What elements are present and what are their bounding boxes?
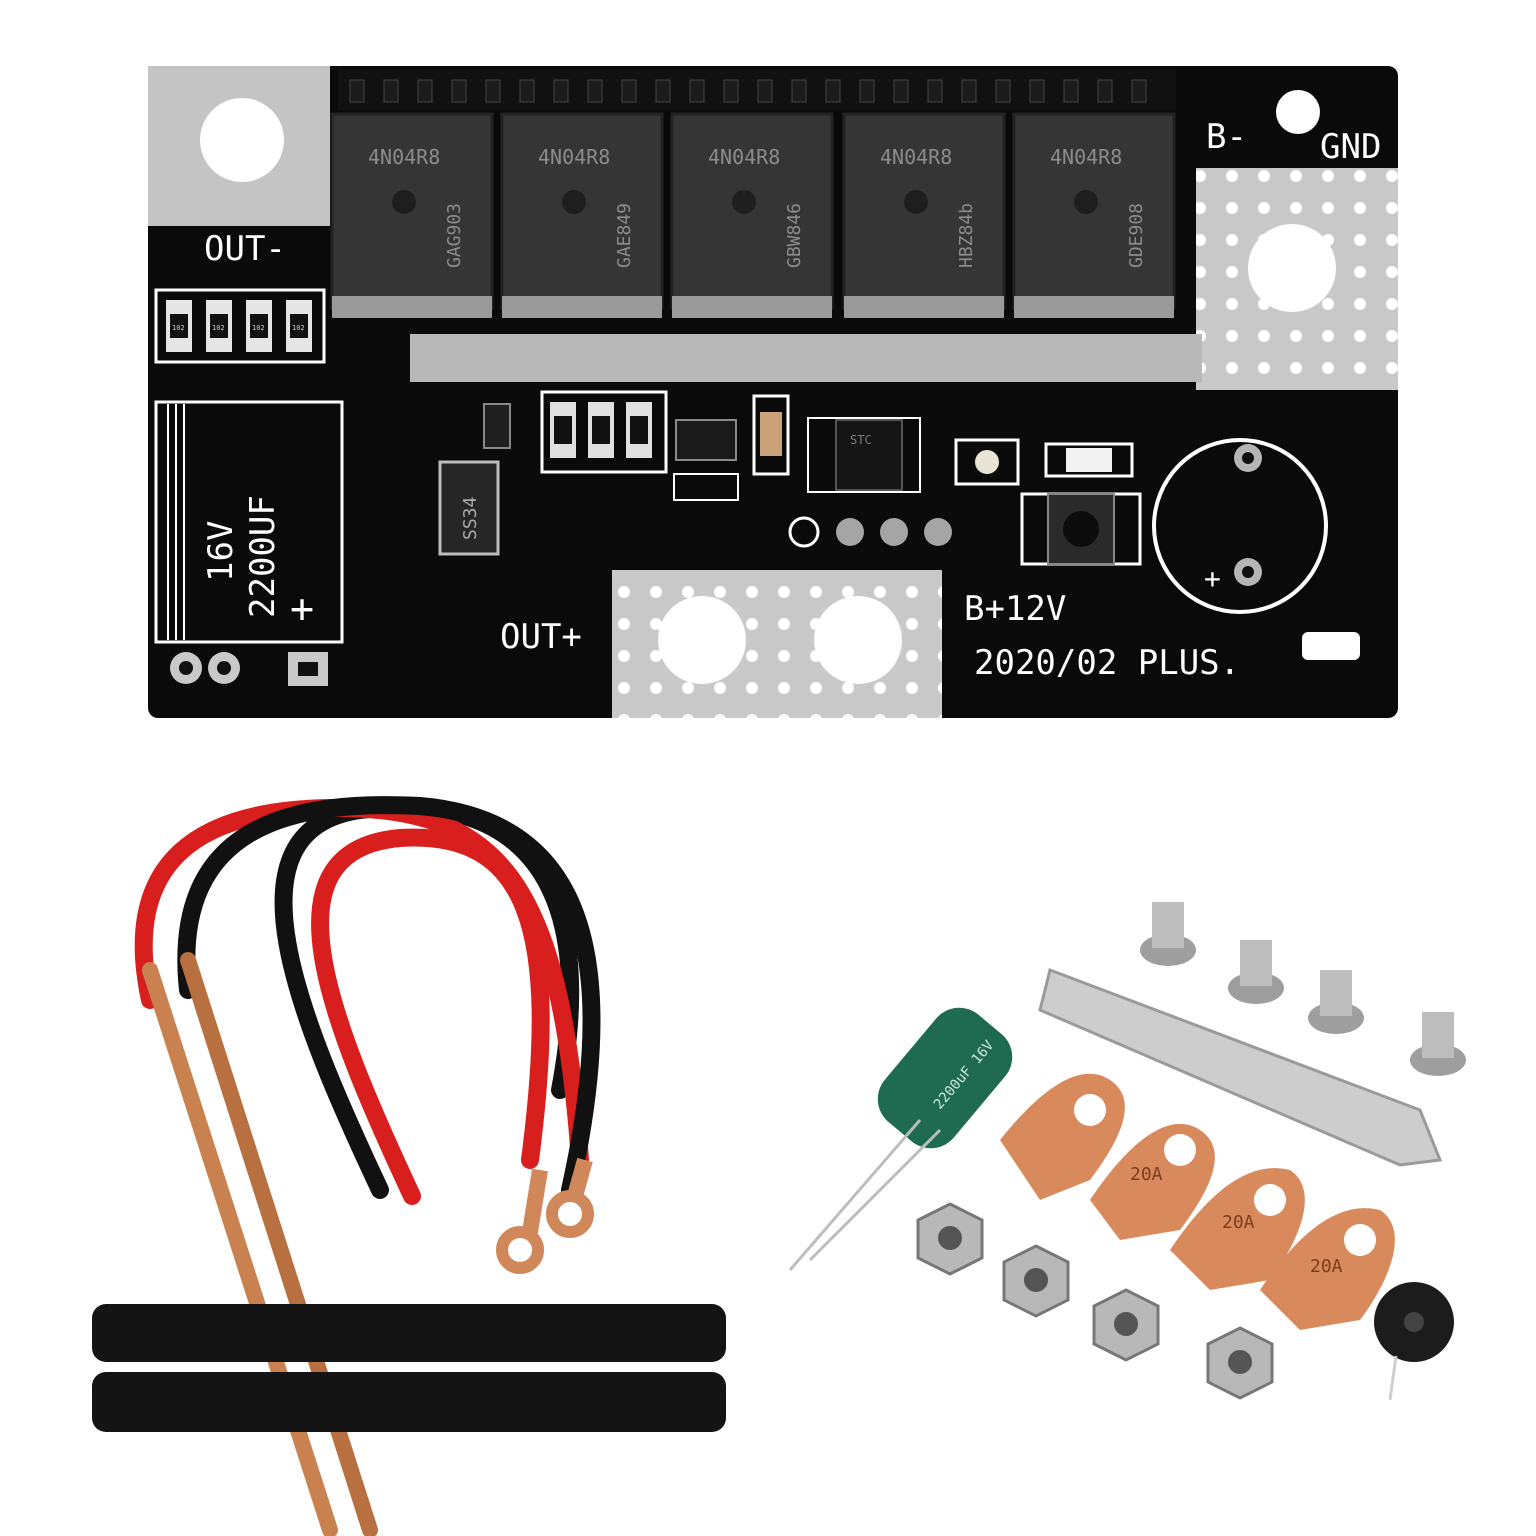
mosfet-lot-label: GBW846 [784,203,805,268]
heat-shrink-tubes [92,1304,726,1432]
mosfet [842,112,1006,318]
out-minus-label: OUT- [204,229,286,269]
pcb-board: 4N04R8 4N04R8 4N04R8 4N04R8 4N04R8 GAG90… [148,66,1398,718]
out-minus-pad [148,66,330,226]
screws [1140,902,1466,1076]
mosfet-part-label: 4N04R8 [368,145,440,169]
mosfet [330,112,494,318]
diode [438,460,500,556]
resistor-code: 102 [172,324,185,332]
lug-rating-label: 20A [1222,1212,1255,1233]
b-minus-label: B- [1206,117,1247,157]
welding-pen-leads [134,796,601,1536]
test-pads [788,516,952,548]
resistor-code: 102 [292,324,305,332]
capacitor-polarity-label: + [290,586,314,632]
capacitor-voltage-label: 16V [201,521,241,582]
diode-code: SS34 [460,497,481,540]
mosfet-lot-label: GAG903 [444,203,465,268]
nickel-strip [1038,968,1443,1167]
mosfet [500,112,664,318]
b-plus-label: B+12V [964,589,1066,629]
mosfet-part-label: 4N04R8 [708,145,780,169]
gnd-label: GND [1320,127,1381,167]
smd-components [483,390,1142,566]
pin-header [338,70,1176,110]
electrolytic-capacitor [788,1007,1013,1271]
hex-nuts [916,1202,1274,1400]
mounting-hole [1276,90,1320,134]
mosfet-lot-label: GDE908 [1126,203,1147,268]
chip-marking: STC [850,433,872,447]
mosfet-lot-label: HBZ84b [956,203,977,268]
copper-lugs [1000,1073,1395,1330]
buzzer-footprint [1152,438,1328,614]
resistor-code: 102 [212,324,225,332]
accessories: 2200uF 16V 20A 20A 20A [788,902,1466,1401]
mosfet [670,112,834,318]
mosfet [1012,112,1176,318]
version-label: 2020/02 PLUS. [974,643,1240,683]
buzzer [1374,1282,1454,1401]
mosfet-row [330,112,1176,318]
mosfet-part-label: 4N04R8 [880,145,952,169]
mosfet-part-label: 4N04R8 [538,145,610,169]
mosfet-lot-label: GAE849 [614,203,635,268]
capacitor-capacitance-label: 2200UF [243,495,283,618]
bus-strip [410,334,1202,382]
gnd-pad [1196,168,1398,390]
out-plus-pad [612,570,942,718]
buzzer-polarity-label: + [1204,562,1221,595]
bottom-left-pads [170,652,328,686]
out-plus-label: OUT+ [500,617,582,657]
mosfet-part-label: 4N04R8 [1050,145,1122,169]
resistor-code: 102 [252,324,265,332]
capacitor-footprint [154,400,344,644]
resistor-array [154,288,326,364]
slot [1302,632,1360,660]
lug-rating-label: 20A [1130,1164,1163,1185]
lug-rating-label: 20A [1310,1256,1343,1277]
